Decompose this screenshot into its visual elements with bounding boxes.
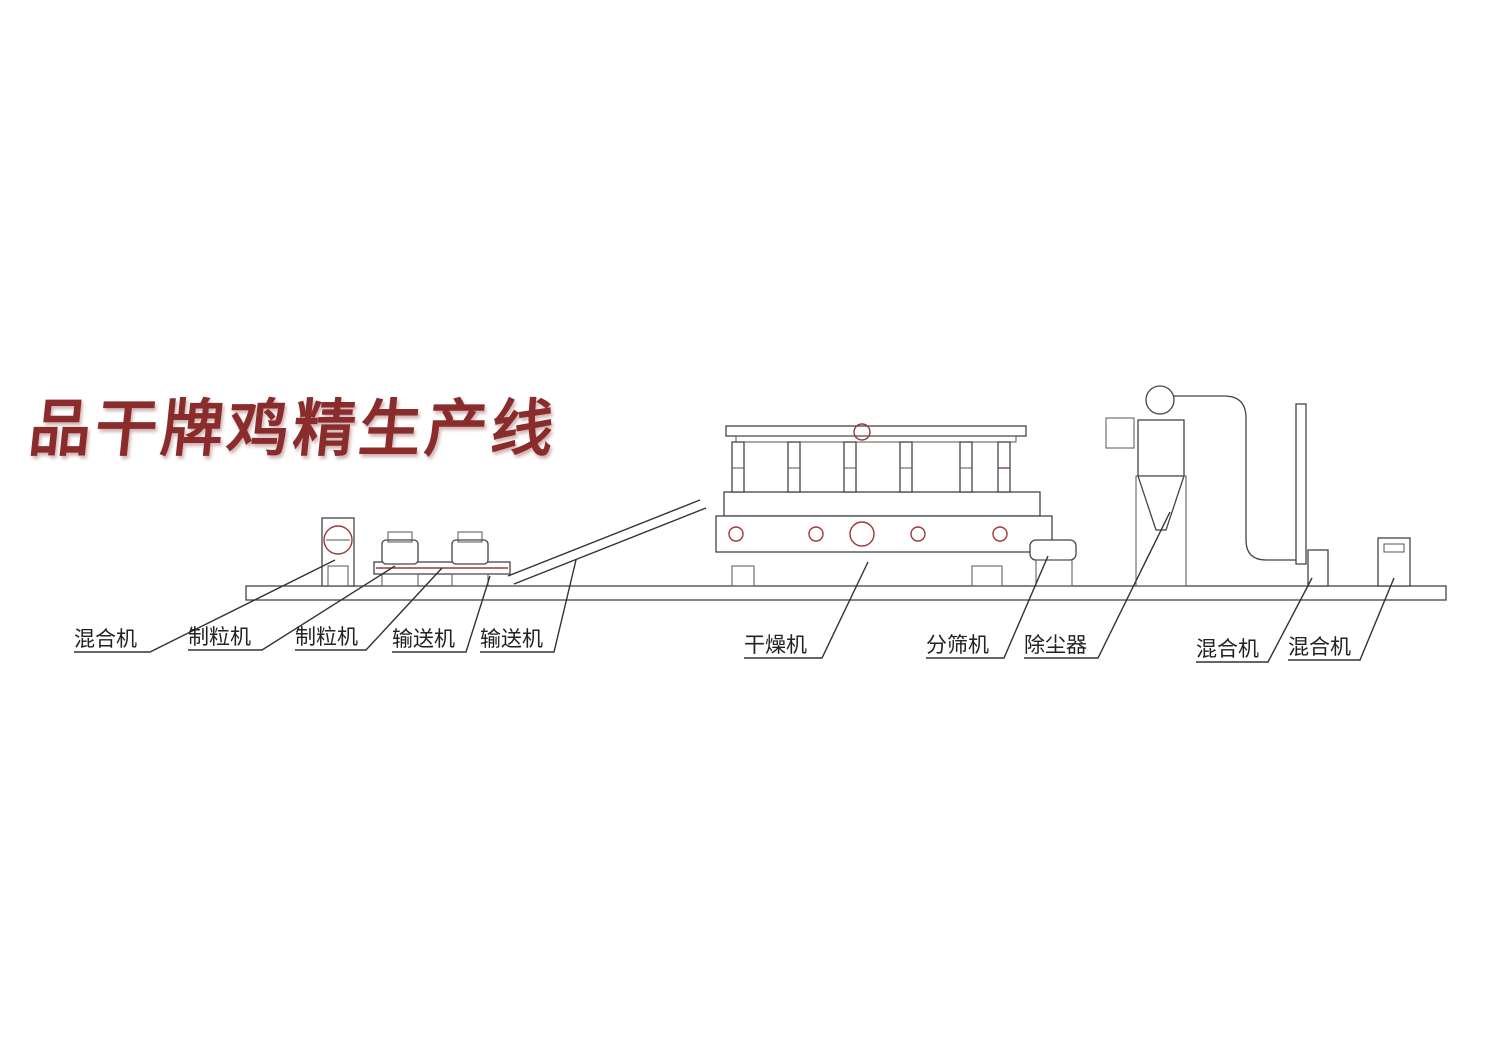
leader-line [1288,577,1395,661]
leader-line [744,561,869,659]
label-mixer-2: 混合机 [1196,637,1259,661]
label-mixer-1: 混合机 [74,627,137,651]
mixer-2-machine [1307,549,1329,587]
label-conveyor-2: 输送机 [480,627,543,651]
inclined-conveyor [507,499,707,585]
dryer-column [843,441,857,493]
leader-line [926,555,1049,659]
label-mixer-3: 混合机 [1288,635,1351,659]
leader-line [295,567,443,651]
sieve-machine [1029,539,1077,587]
leader-line [392,575,491,653]
dryer-machine [715,423,1053,587]
leader-line [74,559,336,653]
leader-line [480,559,577,653]
dryer-column [731,441,745,493]
mixer-1-machine [321,517,355,587]
floor-base [245,585,1447,601]
label-granulator-1: 制粒机 [188,625,251,649]
dryer-column [899,441,913,493]
leader-lines [74,511,1395,663]
dryer-columns [731,441,1011,493]
leader-line [1196,577,1313,663]
label-dust-collector: 除尘器 [1024,633,1087,657]
leader-line [188,565,396,651]
dryer-column [787,441,801,493]
dryer-column [959,441,973,493]
label-sieve: 分筛机 [926,633,989,657]
duct-pipe [1174,395,1307,565]
dust-collector-machine [1105,385,1187,587]
leader-line [1024,511,1171,659]
dryer-column [997,441,1011,493]
label-granulator-2: 制粒机 [295,625,358,649]
label-dryer: 干燥机 [744,633,807,657]
granulator-machines [373,531,511,587]
label-conveyor-1: 输送机 [392,627,455,651]
